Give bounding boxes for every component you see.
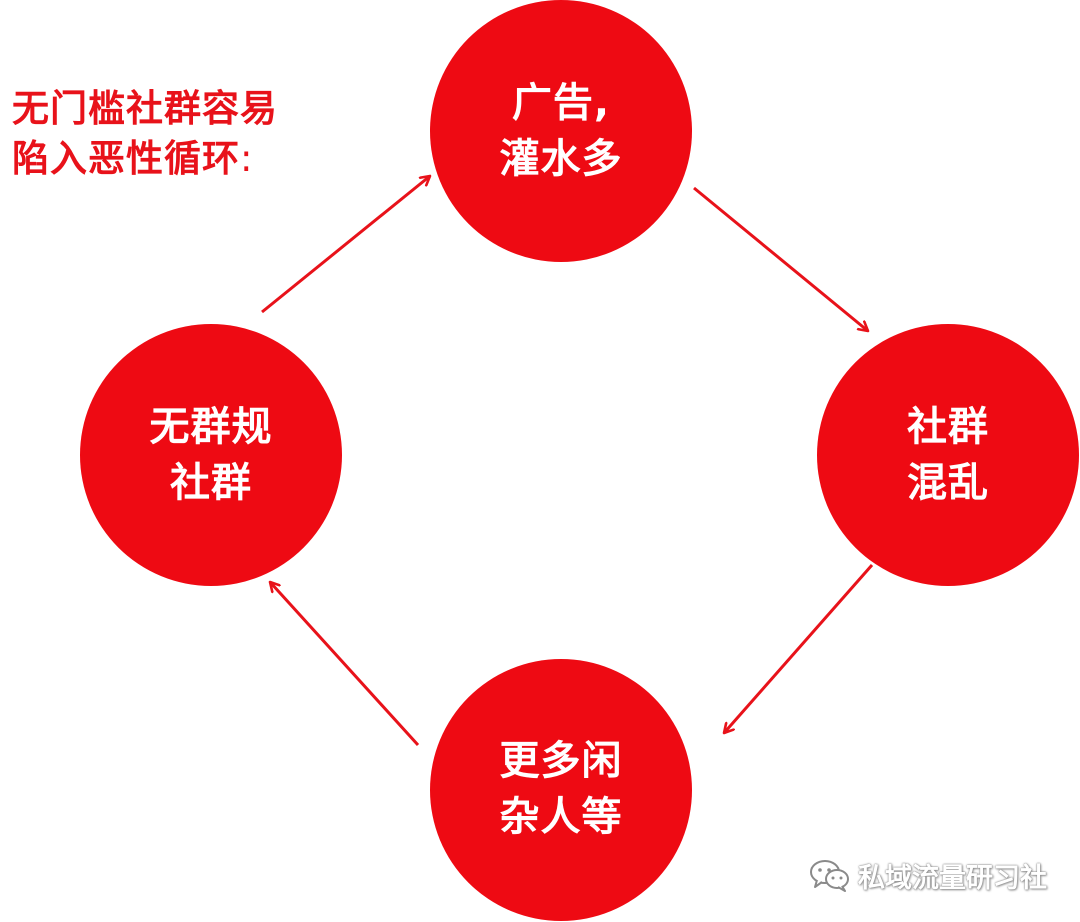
title-colon: : xyxy=(240,137,254,180)
node-top-circle xyxy=(430,0,692,262)
arrow-left-to-top xyxy=(261,176,430,314)
node-right-line-2: 混乱 xyxy=(907,460,989,506)
node-right-line-1: 社群 xyxy=(907,404,989,450)
wechat-icon xyxy=(810,860,849,892)
node-bottom-line-2: 杂人等 xyxy=(499,794,623,840)
node-bottom-label: 更多闲 杂人等 xyxy=(451,733,671,845)
node-top-label: 广告, 灌水多 xyxy=(451,75,671,187)
arrow-bottom-to-left xyxy=(270,582,420,747)
node-left-line-2: 社群 xyxy=(170,460,252,506)
node-bottom-circle xyxy=(430,659,692,921)
node-left-label: 无群规 社群 xyxy=(101,399,321,511)
node-right-label: 社群 混乱 xyxy=(838,399,1058,511)
title-line-2: 陷入恶性循环: xyxy=(12,137,254,180)
arrow-right-to-bottom xyxy=(724,564,874,733)
node-bottom-line-1: 更多闲 xyxy=(499,738,623,784)
node-left-circle xyxy=(80,324,342,586)
title-line-1: 无门槛社群容易 xyxy=(12,87,278,130)
node-right-circle xyxy=(817,324,1079,586)
arrow-top-to-right xyxy=(693,186,868,331)
node-left-line-1: 无群规 xyxy=(149,404,273,450)
watermark: 私域流量研习社 xyxy=(808,852,1047,898)
node-top-line-1: 广告, xyxy=(511,80,611,126)
node-top-line-2: 灌水多 xyxy=(499,136,623,182)
watermark-text: 私域流量研习社 xyxy=(858,862,1047,894)
diagram-title: 无门槛社群容易 陷入恶性循环: xyxy=(12,84,278,184)
